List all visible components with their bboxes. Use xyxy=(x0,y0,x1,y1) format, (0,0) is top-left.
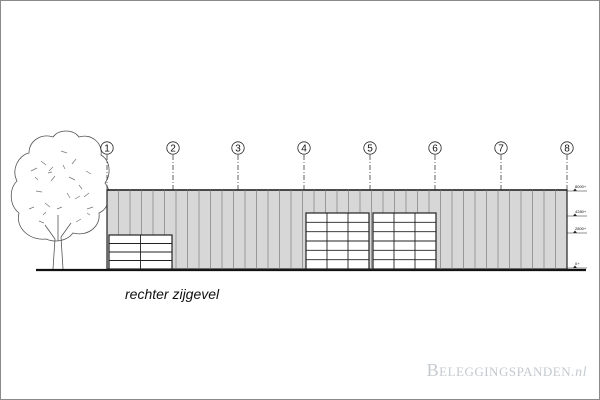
level-arrow xyxy=(573,188,577,191)
level-marker: 8000+ xyxy=(567,184,587,192)
level-label: 0+ xyxy=(575,261,580,266)
tree-crown xyxy=(10,130,110,242)
grid-axis-marker: 3 xyxy=(231,141,245,190)
axis-bubble xyxy=(231,141,245,155)
axis-bubble xyxy=(560,141,574,155)
level-marker: 2800+ xyxy=(567,226,587,234)
grid-axis-marker: 8 xyxy=(560,141,574,190)
level-label: 8000+ xyxy=(575,184,587,189)
level-arrow xyxy=(573,265,577,268)
grid-axis-marker: 6 xyxy=(428,141,442,190)
garage-door-right xyxy=(372,212,437,270)
axis-bubble xyxy=(166,141,180,155)
tree-trunk xyxy=(44,215,72,270)
tree-illustration xyxy=(10,130,110,270)
axis-bubble xyxy=(100,141,114,155)
level-marker: 0+ xyxy=(567,261,587,269)
axis-bubble xyxy=(363,141,377,155)
level-label: 2800+ xyxy=(575,226,587,231)
grid-axis-markers: 1 2 3 4 5 6 7 8 xyxy=(100,141,574,190)
building-elevation xyxy=(106,189,568,270)
axis-bubble xyxy=(494,141,508,155)
axis-label: 1 xyxy=(104,144,110,155)
drawing-caption: rechter zijgevel xyxy=(125,286,220,302)
level-arrow xyxy=(573,230,577,233)
level-marker: 4280+ xyxy=(567,209,587,217)
axis-label: 2 xyxy=(170,144,176,155)
axis-label: 5 xyxy=(367,144,373,155)
axis-label: 7 xyxy=(498,144,504,155)
watermark-logo: Beleggingspanden.nl xyxy=(427,360,587,381)
axis-bubble xyxy=(297,141,311,155)
garage-door-left xyxy=(108,234,173,270)
watermark-suffix: .nl xyxy=(571,365,587,380)
garage-door-center xyxy=(305,212,370,270)
grid-axis-marker: 2 xyxy=(166,141,180,190)
grid-axis-marker: 7 xyxy=(494,141,508,190)
level-markers: 8000+ 4280+ 2800+ 0+ xyxy=(567,184,587,269)
level-arrow xyxy=(573,213,577,216)
axis-label: 8 xyxy=(564,144,570,155)
axis-bubble xyxy=(428,141,442,155)
grid-axis-marker: 1 xyxy=(100,141,114,190)
axis-label: 3 xyxy=(235,144,241,155)
axis-label: 4 xyxy=(301,144,307,155)
axis-label: 6 xyxy=(432,144,438,155)
grid-axis-marker: 5 xyxy=(363,141,377,190)
level-label: 4280+ xyxy=(575,209,587,214)
grid-axis-marker: 4 xyxy=(297,141,311,190)
tree-foliage-marks xyxy=(28,150,94,224)
watermark-name: Beleggingspanden xyxy=(426,360,572,380)
